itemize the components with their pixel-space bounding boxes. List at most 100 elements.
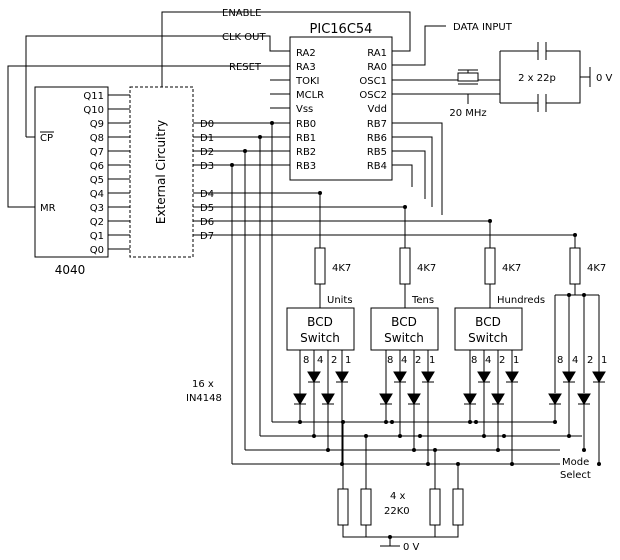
cap-top — [537, 42, 547, 60]
bcd-switch-tens-line2: Switch — [384, 331, 424, 345]
mode-select-line2: Select — [560, 470, 591, 481]
pic-left-pins: RA2 RA3 TOKI MCLR Vss RB0 RB1 RB2 RB3 — [295, 48, 324, 172]
weight-hundreds-8: 8 — [471, 355, 477, 366]
counter-pin-q2: Q2 — [90, 217, 104, 228]
diode-units-4 — [307, 371, 321, 383]
weight-units-8: 8 — [303, 355, 309, 366]
oscillator: 20 MHz 2 x 22p 0 V — [392, 42, 613, 119]
counter-pin-q6: Q6 — [90, 161, 104, 172]
toki-mclr-wire — [270, 79, 290, 109]
counter-pin-q11: Q11 — [83, 91, 104, 102]
pic-pin-ra2: RA2 — [296, 48, 316, 59]
weight-units-4: 4 — [317, 355, 323, 366]
diode-junction-mode-4 — [567, 434, 571, 438]
diode-junction-hundreds-1 — [510, 462, 514, 466]
counter-pin-q10: Q10 — [83, 105, 104, 116]
weight-hundreds-2: 2 — [499, 355, 505, 366]
counter-links — [108, 94, 130, 250]
counter-chip-name: 4040 — [55, 263, 86, 277]
diode-junction-units-4 — [312, 434, 316, 438]
pic-pin-rb5: RB5 — [367, 147, 387, 158]
pulldown-resistors: 4 x 22K0 0 V — [337, 422, 464, 553]
bcd-switch-tens: BCD Switch — [370, 307, 439, 351]
pic-pin-vss: Vss — [296, 104, 313, 115]
diode-junction-units-2 — [326, 448, 330, 452]
diode-junction-mode-8 — [553, 420, 557, 424]
counter-outputs: Q11 Q10 Q9 Q8 Q7 Q6 Q5 Q4 Q3 Q2 Q1 Q0 — [83, 91, 104, 256]
crystal: 20 MHz — [449, 69, 487, 119]
data-label-d4: D4 — [200, 189, 214, 200]
pullup-label-3: 4K7 — [502, 263, 521, 274]
diode-mode-2 — [577, 393, 591, 405]
pic-pin-rb3: RB3 — [296, 161, 316, 172]
crystal-label: 20 MHz — [449, 108, 486, 119]
weight-mode-2: 2 — [587, 355, 593, 366]
diode-mode-1 — [592, 371, 606, 383]
bcd-switch-hundreds: BCD Switch — [454, 307, 523, 351]
weight-mode-1: 1 — [601, 355, 607, 366]
counter-pin-q4: Q4 — [90, 189, 104, 200]
diode-junction-tens-1 — [426, 462, 430, 466]
mode-select-link — [554, 294, 600, 393]
pulldown-label-line2: 22K0 — [384, 506, 410, 517]
diode-junction-hundreds-2 — [496, 448, 500, 452]
pic-pin-osc2: OSC2 — [359, 90, 387, 101]
diode-returns — [232, 421, 582, 465]
enable-wire: ENABLE — [161, 8, 411, 87]
pic-pin-rb4: RB4 — [367, 161, 387, 172]
switch-name-hundreds: Hundreds — [497, 295, 545, 306]
diode-tens-2 — [407, 393, 421, 405]
pic-pin-rb6: RB6 — [367, 133, 387, 144]
diode-junction-tens-2 — [412, 448, 416, 452]
bcd-switch-units-line1: BCD — [307, 315, 333, 329]
diode-units-1 — [335, 371, 349, 383]
diode-junction-hundreds-8 — [468, 420, 472, 424]
enable-label: ENABLE — [222, 8, 261, 19]
weight-hundreds-1: 1 — [513, 355, 519, 366]
ground-top-label: 0 V — [596, 73, 613, 84]
data-label-d3: D3 — [200, 161, 214, 172]
pic-pin-rb7: RB7 — [367, 119, 387, 130]
clk-out-label: CLK OUT — [222, 32, 266, 43]
switch-name-units: Units — [327, 295, 353, 306]
weight-mode-4: 4 — [572, 355, 578, 366]
weight-units-2: 2 — [331, 355, 337, 366]
clk-out-wire: CLK OUT — [25, 32, 290, 138]
external-circuitry-box: External Circuitry — [129, 86, 194, 258]
bcd-switch-hundreds-line2: Switch — [468, 331, 508, 345]
bcd-switch-tens-line1: BCD — [391, 315, 417, 329]
switch-name-tens: Tens — [411, 295, 434, 306]
counter-chip: 4040 Q11 Q10 Q9 Q8 Q7 Q6 Q5 Q4 Q3 Q2 Q1 … — [34, 86, 109, 277]
pullup-label-1: 4K7 — [332, 263, 351, 274]
pic-pin-ra1: RA1 — [367, 48, 387, 59]
bcd-switch-units: BCD Switch — [286, 307, 355, 351]
weight-tens-4: 4 — [401, 355, 407, 366]
rb-high-wires — [392, 122, 443, 215]
bcd-switch-units-line2: Switch — [300, 331, 340, 345]
pic-chip: PIC16C54 RA2 RA3 TOKI MCLR Vss RB0 RB1 R… — [289, 22, 393, 181]
data-input-label: DATA INPUT — [453, 22, 513, 33]
pic-pin-osc1: OSC1 — [359, 76, 387, 87]
pulldown-label-line1: 4 x — [390, 491, 406, 502]
diode-junction-mode-1 — [597, 462, 601, 466]
diode-mode-4 — [562, 371, 576, 383]
diode-tens-1 — [421, 371, 435, 383]
weight-units-1: 1 — [345, 355, 351, 366]
counter-pin-cp: CP — [40, 133, 53, 144]
weight-mode-8: 8 — [557, 355, 563, 366]
pic-pin-toki: TOKI — [295, 76, 320, 87]
pic-pin-ra3: RA3 — [296, 62, 316, 73]
weight-tens-8: 8 — [387, 355, 393, 366]
diodes-label-line1: 16 x — [192, 379, 214, 390]
diode-junction-units-8 — [298, 420, 302, 424]
diode-hundreds-1 — [505, 371, 519, 383]
weight-hundreds-4: 4 — [485, 355, 491, 366]
data-label-d0: D0 — [200, 119, 214, 130]
counter-pin-mr: MR — [40, 203, 56, 214]
diode-tens-4 — [393, 371, 407, 383]
diode-hundreds-2 — [491, 393, 505, 405]
data-label-d6: D6 — [200, 217, 214, 228]
diode-units-2 — [321, 393, 335, 405]
caps-label: 2 x 22p — [518, 73, 556, 84]
